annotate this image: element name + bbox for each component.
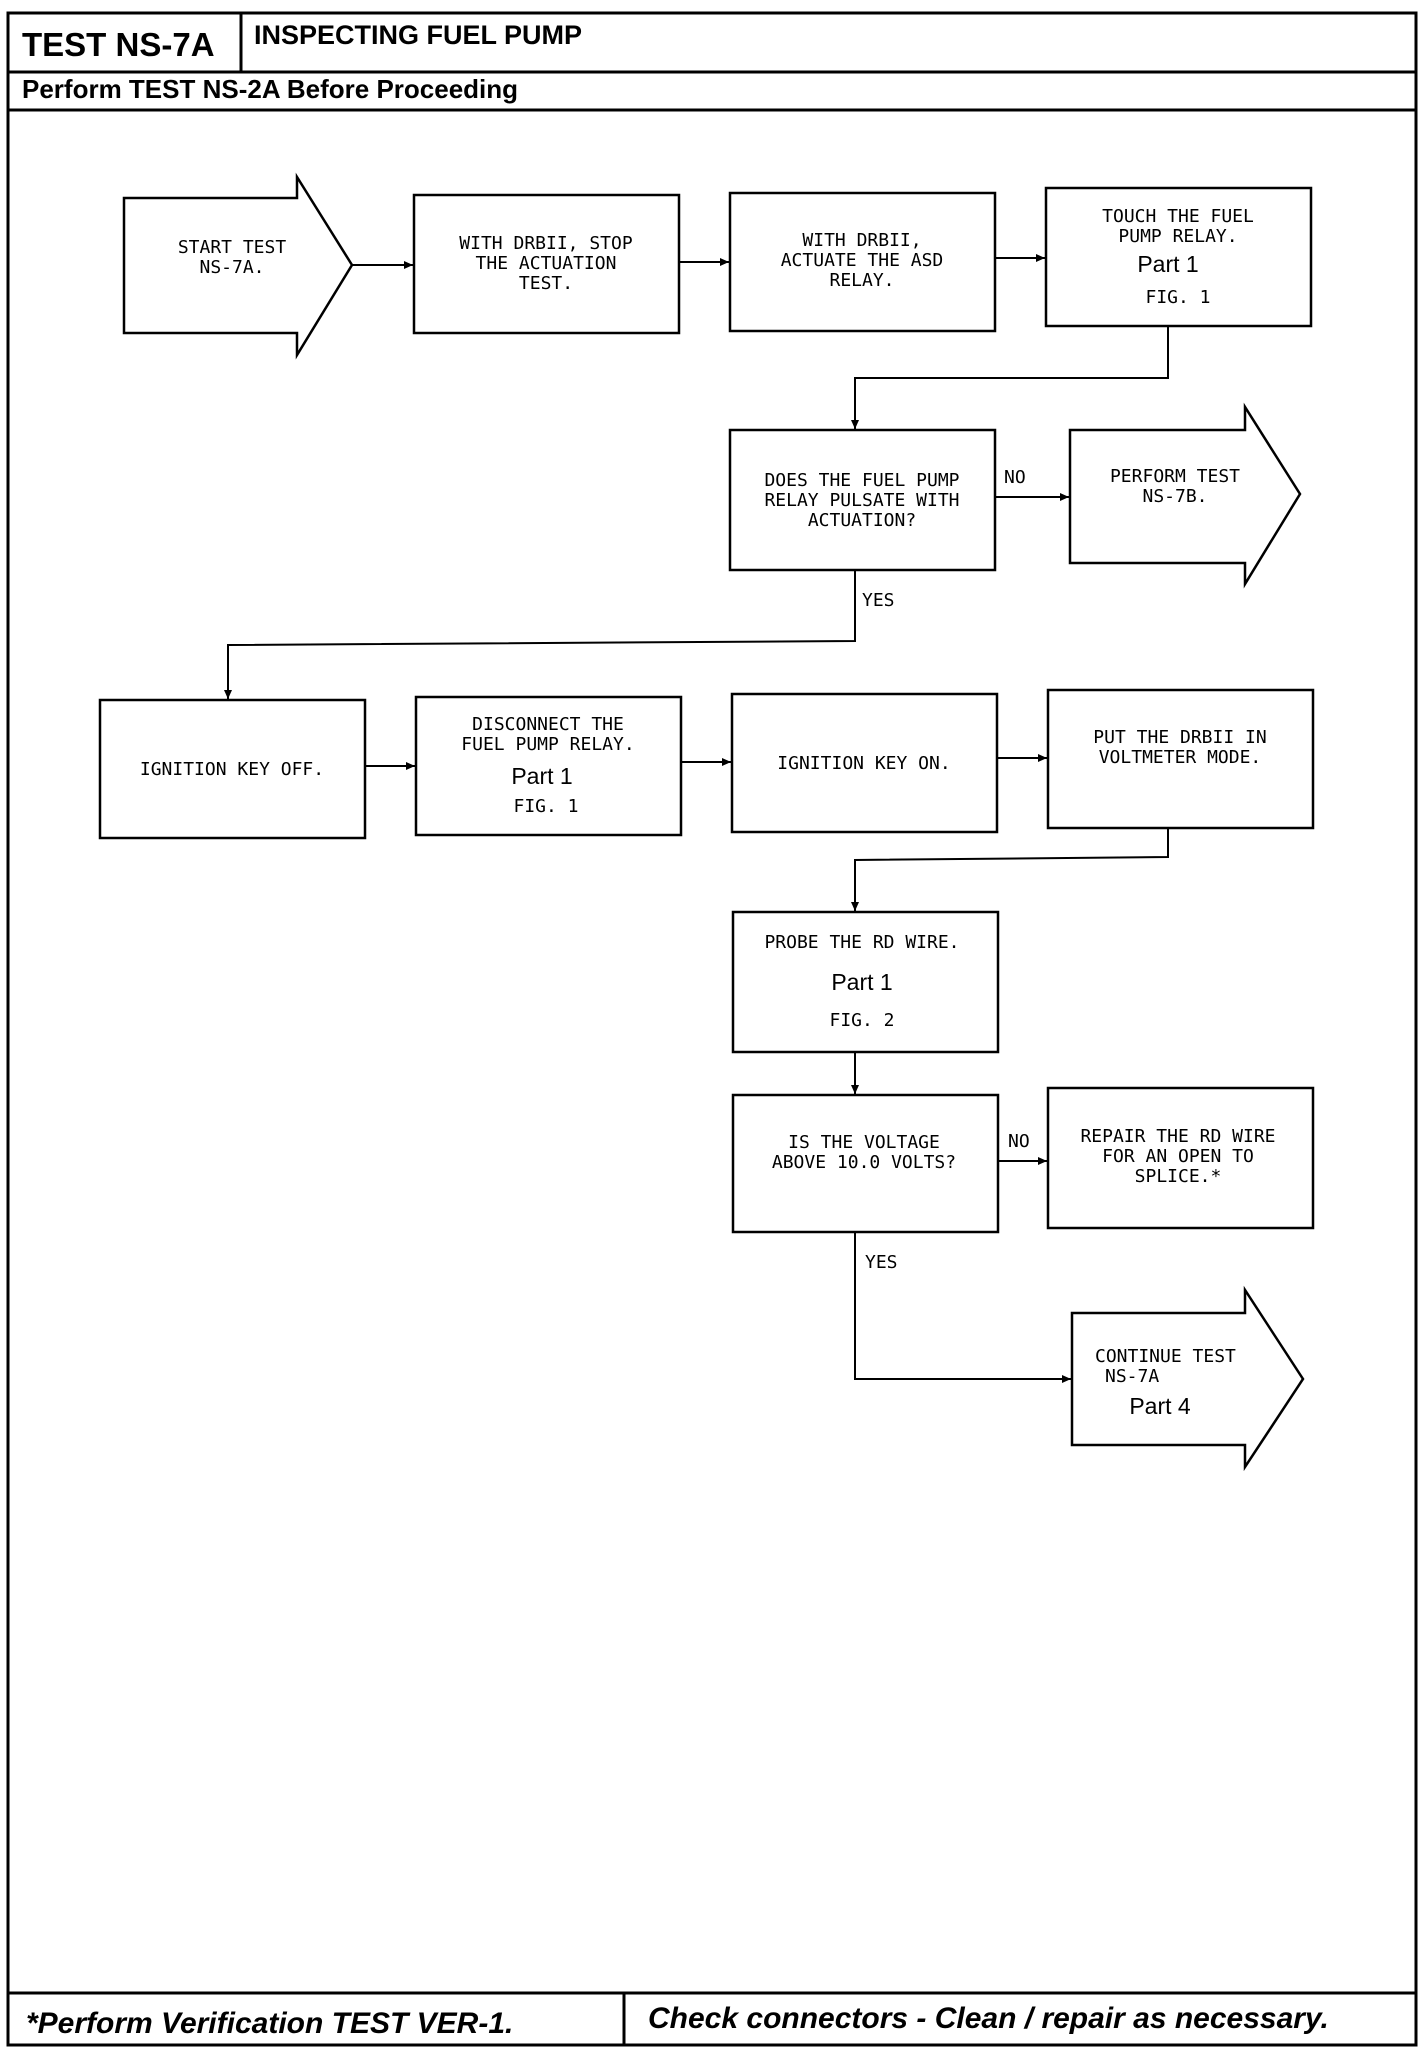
touch-line2: PUMP RELAY. (1118, 226, 1237, 247)
start-line1: START TEST (178, 237, 287, 258)
continue-line1: CONTINUE TEST (1095, 1346, 1236, 1367)
probe-fig: FIG. 2 (829, 1010, 894, 1031)
pulsate-line3: ACTUATION? (808, 510, 916, 531)
footer-verification-note: *Perform Verification TEST VER-1. (26, 2007, 513, 2040)
probe-line1: PROBE THE RD WIRE. (764, 932, 959, 953)
voltmeter-line2: VOLTMETER MODE. (1099, 747, 1262, 768)
actuate-line2: ACTUATE THE ASD (781, 250, 944, 271)
test-id: TEST NS-7A (22, 26, 215, 63)
page-title: INSPECTING FUEL PUMP (254, 20, 582, 50)
pulsate-line1: DOES THE FUEL PUMP (764, 470, 959, 491)
actuate-asd-step: WITH DRBII, ACTUATE THE ASD RELAY. (728, 191, 997, 333)
prerequisite-note: Perform TEST NS-2A Before Proceeding (22, 74, 518, 104)
touch-part: Part 1 (1137, 251, 1198, 277)
label-no-1: NO (1004, 467, 1026, 488)
ignition-off-step: IGNITION KEY OFF. (98, 698, 367, 840)
continue-line2: NS-7A (1105, 1366, 1159, 1387)
repair-wire-step: REPAIR THE RD WIRE FOR AN OPEN TO SPLICE… (1046, 1086, 1315, 1230)
ignition-on-line1: IGNITION KEY ON. (777, 753, 950, 774)
repair-line3: SPLICE.* (1135, 1166, 1222, 1187)
connector-voltmeter-to-probe (851, 828, 1169, 911)
probe-part: Part 1 (831, 969, 892, 995)
connector-yes-to-continue (854, 1232, 1071, 1383)
continue-test-arrow: CONTINUE TEST NS-7A Part 4 (1070, 1285, 1305, 1472)
actuate-line1: WITH DRBII, (802, 230, 921, 251)
start-line2: NS-7A. (199, 257, 264, 278)
connector-yes-to-ignition-off (224, 570, 856, 699)
ns7b-line1: PERFORM TEST (1110, 466, 1240, 487)
stop-test-line1: WITH DRBII, STOP (459, 233, 633, 254)
page-border (6, 11, 1418, 2047)
voltmeter-mode-step: PUT THE DRBII IN VOLTMETER MODE. (1046, 688, 1315, 830)
voltage-line2: ABOVE 10.0 VOLTS? (772, 1152, 956, 1173)
footer-connector-note: Check connectors - Clean / repair as nec… (648, 2002, 1329, 2035)
perform-ns7b-arrow: PERFORM TEST NS-7B. (1068, 402, 1302, 589)
stop-actuation-step: WITH DRBII, STOP THE ACTUATION TEST. (412, 193, 681, 335)
voltage-decision: IS THE VOLTAGE ABOVE 10.0 VOLTS? (731, 1093, 1000, 1234)
touch-line1: TOUCH THE FUEL (1102, 206, 1254, 227)
disconnect-line2: FUEL PUMP RELAY. (461, 734, 634, 755)
pulsate-line2: RELAY PULSATE WITH (764, 490, 959, 511)
voltmeter-line1: PUT THE DRBII IN (1093, 727, 1266, 748)
disconnect-relay-step: DISCONNECT THE FUEL PUMP RELAY. Part 1 F… (414, 695, 683, 837)
ns7b-line2: NS-7B. (1142, 486, 1207, 507)
ignition-on-step: IGNITION KEY ON. (730, 692, 999, 834)
disconnect-line1: DISCONNECT THE (472, 714, 624, 735)
connector-touch-to-decision (851, 326, 1169, 429)
touch-fig: FIG. 1 (1145, 287, 1210, 308)
touch-relay-step: TOUCH THE FUEL PUMP RELAY. Part 1 FIG. 1 (1044, 186, 1313, 328)
label-no-2: NO (1008, 1131, 1030, 1152)
label-yes-2: YES (865, 1252, 898, 1273)
stop-test-line3: TEST. (519, 273, 573, 294)
actuate-line3: RELAY. (829, 270, 894, 291)
ignition-off-line1: IGNITION KEY OFF. (140, 759, 324, 780)
probe-wire-step: PROBE THE RD WIRE. Part 1 FIG. 2 (731, 910, 1000, 1054)
label-yes-1: YES (862, 590, 895, 611)
disconnect-fig: FIG. 1 (513, 796, 578, 817)
disconnect-part: Part 1 (511, 763, 572, 789)
repair-line2: FOR AN OPEN TO (1102, 1146, 1254, 1167)
voltage-line1: IS THE VOLTAGE (788, 1132, 940, 1153)
pulsate-decision: DOES THE FUEL PUMP RELAY PULSATE WITH AC… (728, 428, 997, 572)
repair-line1: REPAIR THE RD WIRE (1080, 1126, 1275, 1147)
continue-part: Part 4 (1129, 1393, 1191, 1419)
stop-test-line2: THE ACTUATION (476, 253, 617, 274)
start-arrow: START TEST NS-7A. (122, 172, 354, 360)
